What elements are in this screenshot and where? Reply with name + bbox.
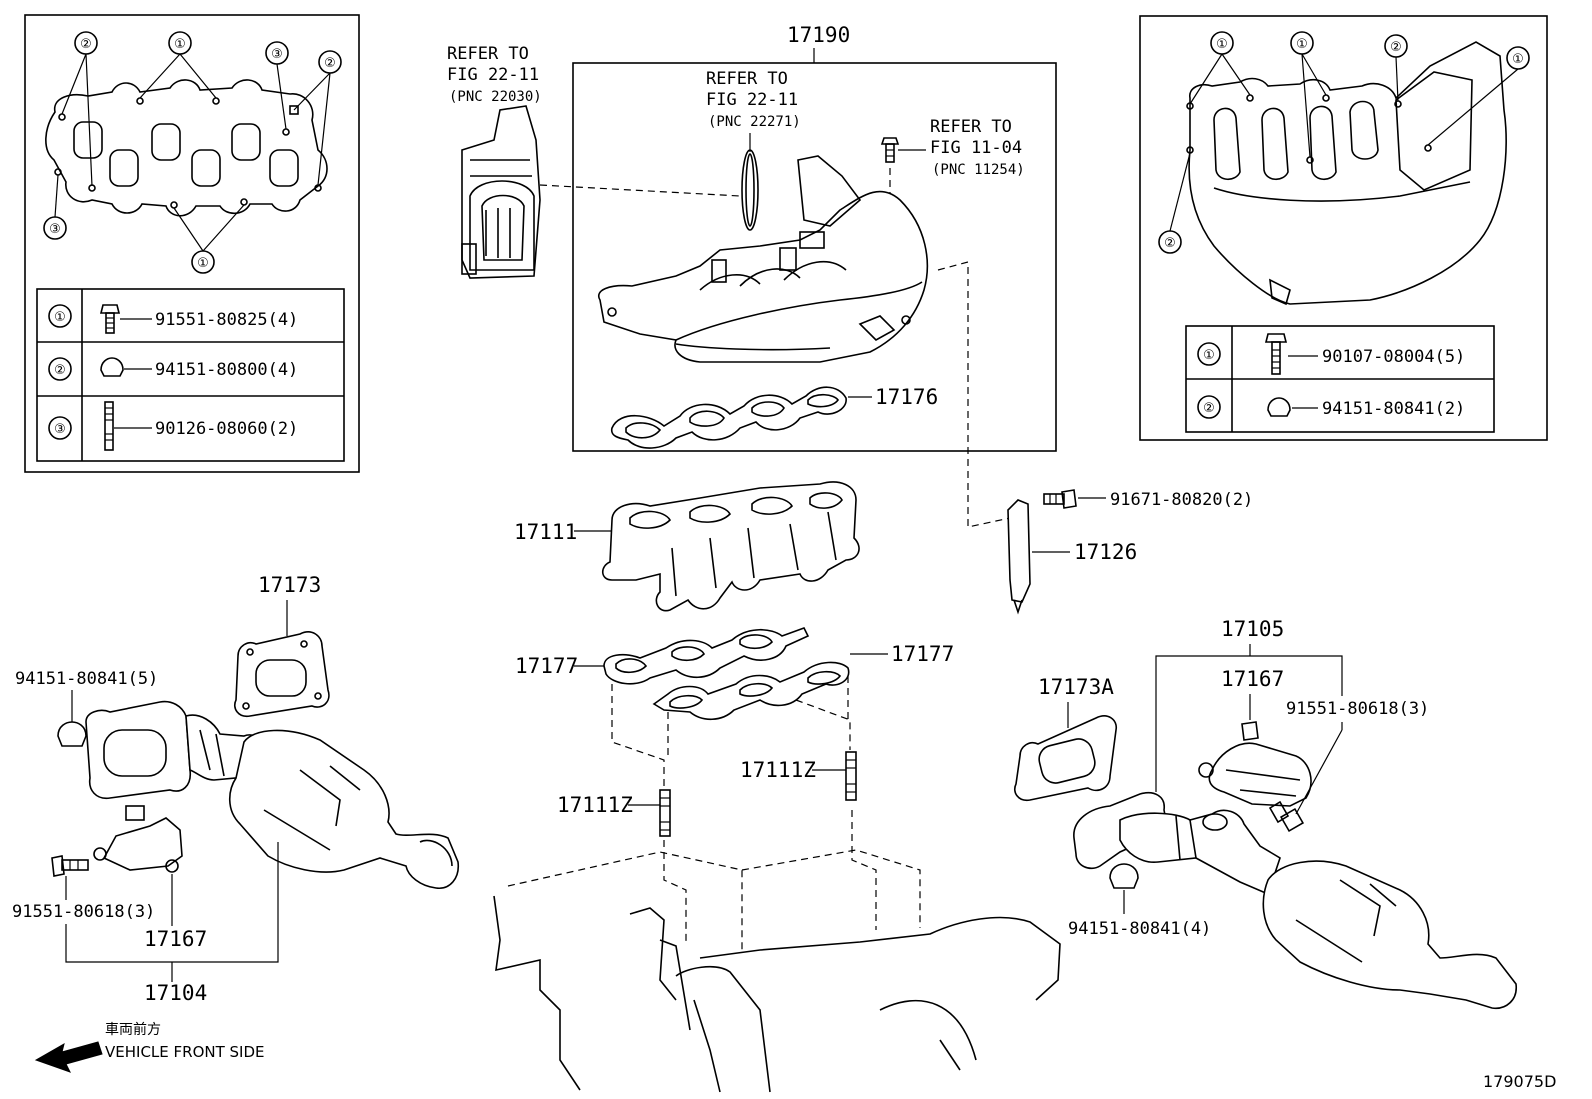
part-17177b-label: 17177 <box>891 642 954 666</box>
legend-key-1: ① <box>54 310 66 325</box>
legend-part-3: 90126-08060(2) <box>155 419 298 439</box>
legend-part-2: 94151-80800(4) <box>155 360 298 380</box>
svg-text:(PNC 11254): (PNC 11254) <box>932 162 1025 178</box>
part-91551-left-label: 91551-80618(3) <box>12 902 155 922</box>
part-17176-label: 17176 <box>875 385 938 409</box>
callout-2b: ② <box>324 56 336 71</box>
callout-1: ① <box>174 37 186 52</box>
svg-text:FIG 22-11: FIG 22-11 <box>706 90 798 110</box>
ref-throttle-body: REFER TO FIG 22-11 (PNC 22030) <box>447 44 542 105</box>
long-bolt-icon <box>1264 333 1288 375</box>
r-callout-1b: ① <box>1296 37 1308 52</box>
legend-part-1: 91551-80825(4) <box>155 310 298 330</box>
r-callout-2b: ② <box>1164 236 1176 251</box>
right-inset-manifold <box>1186 41 1507 306</box>
part-94151-5-label: 94151-80841(5) <box>15 669 158 689</box>
gasket-17176 <box>610 386 847 449</box>
part-17167-right-label: 17167 <box>1221 667 1284 691</box>
bolt-91551-right <box>1268 800 1305 833</box>
bolt-icon <box>99 304 121 334</box>
svg-text:(PNC 22271): (PNC 22271) <box>708 114 801 130</box>
bolt-91671 <box>1043 489 1077 509</box>
left-inset-legend: ① ② ③ 91551-80825(4) <box>36 288 345 462</box>
part-17111-label: 17111 <box>514 520 577 544</box>
right-inset-callouts: ① ① ② ① ② <box>1158 31 1530 254</box>
svg-text:(PNC 22030): (PNC 22030) <box>449 89 542 105</box>
gasket-17177-lower <box>652 661 850 721</box>
exhaust-manifold-right: 17173A <box>1014 675 1517 1009</box>
right-inset-legend: ① ② 90107-08004(5) 94151-80841(2) <box>1185 325 1495 433</box>
o-ring <box>741 149 759 231</box>
callout-1b: ① <box>197 256 209 271</box>
part-17111z-a-label: 17111Z <box>557 793 633 817</box>
part-17111z-b-label: 17111Z <box>740 758 816 782</box>
r-legend-key-1: ① <box>1203 348 1215 363</box>
right-inset: ① ① ② ① ② ① ② <box>1139 15 1548 441</box>
part-17173a-label: 17173A <box>1038 675 1114 699</box>
stud-17111z-a <box>659 789 671 837</box>
bolt-17190 <box>880 137 900 163</box>
part-94151-4-label: 94151-80841(4) <box>1068 919 1211 939</box>
bolt-91551-left <box>51 855 89 877</box>
vehicle-front-indicator: 車両前方 VEHICLE FRONT SIDE <box>34 1021 265 1073</box>
left-inset-callouts: ② ① ③ ② ③ ① <box>43 31 342 274</box>
bracket-17126 <box>1007 499 1031 615</box>
nut-94151-right <box>1109 863 1139 889</box>
callout-3b: ③ <box>49 222 61 237</box>
throttle-body <box>461 105 541 279</box>
exhaust-manifold-left: 17173 <box>85 573 460 889</box>
part-91551-right-label: 91551-80618(3) <box>1286 699 1429 719</box>
callout-3: ③ <box>271 47 283 62</box>
part-17167-left-label: 17167 <box>144 927 207 951</box>
part-17190-label: 17190 <box>787 23 850 47</box>
r-callout-1: ① <box>1216 37 1228 52</box>
intake-manifold-lower <box>601 481 860 612</box>
svg-text:REFER TO: REFER TO <box>930 117 1012 137</box>
svg-text:FIG 22-11: FIG 22-11 <box>447 65 539 85</box>
part-17173-label: 17173 <box>258 573 321 597</box>
diagram-id: 179075D <box>1483 1072 1556 1091</box>
gasket-17177-upper <box>603 627 810 685</box>
ref-oring: REFER TO FIG 22-11 (PNC 22271) <box>706 69 801 130</box>
part-17105-label: 17105 <box>1221 617 1284 641</box>
nut-icon <box>100 357 124 377</box>
arrow-left-icon <box>34 1041 103 1073</box>
callout-2: ② <box>80 37 92 52</box>
svg-text:REFER TO: REFER TO <box>706 69 788 89</box>
engine-block <box>493 810 1061 1093</box>
left-inset: ② ① ③ ② ③ ① ① ② <box>24 14 360 473</box>
intake-manifold-group: 17190 <box>572 23 1057 452</box>
direction-japanese: 車両前方 <box>105 1021 161 1038</box>
r-callout-1c: ① <box>1512 52 1524 67</box>
stud-icon <box>104 401 114 451</box>
r-callout-2: ② <box>1390 40 1402 55</box>
part-17177a-label: 17177 <box>515 654 578 678</box>
gasket-17173 <box>234 631 330 718</box>
svg-text:REFER TO: REFER TO <box>447 44 529 64</box>
part-17126-label: 17126 <box>1074 540 1137 564</box>
nut-94151-left <box>57 721 87 747</box>
r-legend-key-2: ② <box>1203 401 1215 416</box>
part-91671-label: 91671-80820(2) <box>1110 490 1253 510</box>
legend-key-2: ② <box>54 363 66 378</box>
part-17104-label: 17104 <box>144 981 207 1005</box>
intake-manifold-upper <box>597 155 929 363</box>
r-legend-part-2: 94151-80841(2) <box>1322 399 1465 419</box>
direction-english: VEHICLE FRONT SIDE <box>105 1043 265 1061</box>
r-legend-part-1: 90107-08004(5) <box>1322 347 1465 367</box>
nut-icon-r <box>1267 397 1291 417</box>
legend-key-3: ③ <box>54 422 66 437</box>
svg-text:FIG 11-04: FIG 11-04 <box>930 138 1022 158</box>
ref-bolt: REFER TO FIG 11-04 (PNC 11254) <box>930 117 1025 178</box>
gasket-17173a <box>1014 715 1118 802</box>
stud-17111z-b <box>845 751 857 801</box>
